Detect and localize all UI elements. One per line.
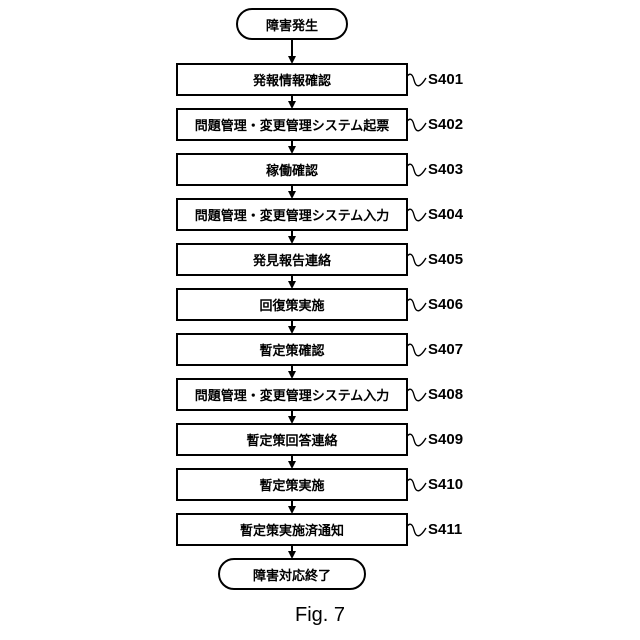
- step-text: 暫定策確認: [259, 340, 324, 359]
- step-label-s409: S409: [428, 431, 463, 449]
- step-text: 暫定策回答連絡: [246, 430, 337, 449]
- step-label-s405: S405: [428, 251, 463, 269]
- step-box-s405: 発見報告連絡: [176, 243, 408, 276]
- step-text: 発見報告連絡: [253, 250, 331, 269]
- step-label-s406: S406: [428, 296, 463, 314]
- step-box-s404: 問題管理・変更管理システム入力: [176, 198, 408, 231]
- step-text: 問題管理・変更管理システム入力: [195, 385, 390, 404]
- step-label-s402: S402: [428, 116, 463, 134]
- step-text: 暫定策実施: [259, 475, 324, 494]
- step-box-s403: 稼働確認: [176, 153, 408, 186]
- step-box-s402: 問題管理・変更管理システム起票: [176, 108, 408, 141]
- step-text: 問題管理・変更管理システム入力: [195, 205, 390, 224]
- step-text: 発報情報確認: [253, 70, 331, 89]
- step-box-s409: 暫定策回答連絡: [176, 423, 408, 456]
- step-text: 稼働確認: [266, 160, 318, 179]
- step-label-s407: S407: [428, 341, 463, 359]
- step-label-s404: S404: [428, 206, 463, 224]
- end-terminal-text: 障害対応終了: [253, 565, 331, 584]
- step-label-s411: S411: [428, 521, 462, 539]
- start-terminal-text: 障害発生: [266, 15, 318, 34]
- step-label-s401: S401: [428, 71, 463, 89]
- step-text: 回復策実施: [259, 295, 324, 314]
- step-label-s408: S408: [428, 386, 463, 404]
- step-box-s401: 発報情報確認: [176, 63, 408, 96]
- step-label-s410: S410: [428, 476, 463, 494]
- step-box-s411: 暫定策実施済通知: [176, 513, 408, 546]
- step-box-s406: 回復策実施: [176, 288, 408, 321]
- step-box-s410: 暫定策実施: [176, 468, 408, 501]
- step-text: 暫定策実施済通知: [240, 520, 344, 539]
- end-terminal: 障害対応終了: [218, 558, 366, 590]
- step-text: 問題管理・変更管理システム起票: [195, 115, 390, 134]
- step-box-s407: 暫定策確認: [176, 333, 408, 366]
- start-terminal: 障害発生: [236, 8, 348, 40]
- figure-caption: Fig. 7: [0, 604, 640, 627]
- step-box-s408: 問題管理・変更管理システム入力: [176, 378, 408, 411]
- step-label-s403: S403: [428, 161, 463, 179]
